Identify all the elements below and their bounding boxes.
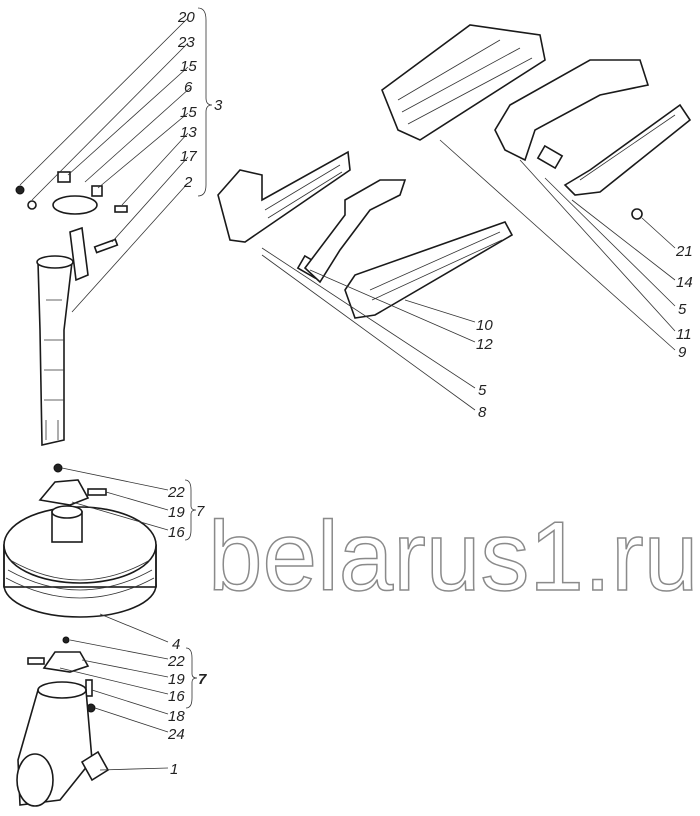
callout-label: 22: [167, 653, 185, 670]
callout-label: 15: [180, 58, 197, 75]
callout-label: 23: [177, 34, 195, 51]
heat-shield-left: [344, 221, 514, 319]
cap-assembly: [15, 171, 128, 254]
callout-label: 17: [180, 148, 197, 165]
leader-lines: [19, 7, 676, 771]
callout-label: 24: [167, 726, 185, 743]
callout-label: 16: [168, 524, 185, 541]
air-filter: [3, 505, 157, 618]
callout-label: 1: [170, 761, 178, 778]
manifold-right: [494, 59, 692, 220]
callout-label: 8: [478, 404, 487, 421]
callout-label: 19: [168, 671, 185, 688]
callout-label: 9: [678, 344, 687, 361]
group-label: 7: [198, 671, 207, 688]
callout-label: 16: [168, 688, 185, 705]
callout-label: 18: [168, 708, 185, 725]
callout-label: 4: [172, 636, 180, 653]
callout-label: 14: [676, 274, 693, 291]
callout-label: 15: [180, 104, 197, 121]
lower-clamp: [27, 636, 96, 713]
group-label: 3: [214, 97, 223, 114]
callout-label: 19: [168, 504, 185, 521]
callout-label: 2: [183, 174, 193, 191]
watermark: belarus1.ru: [208, 501, 698, 611]
callout-label: 11: [676, 326, 692, 343]
elbow: [16, 681, 110, 807]
callout-label: 13: [180, 124, 197, 141]
callout-label: 6: [184, 79, 193, 96]
group-label: 7: [196, 503, 205, 520]
callout-label: 21: [675, 243, 693, 260]
callout-label: 12: [476, 336, 493, 353]
manifold-left: [217, 150, 407, 284]
callout-label: 20: [177, 9, 195, 26]
callout-label: 22: [167, 484, 185, 501]
intake-pipe: [36, 226, 89, 446]
callout-labels: 20 23 15 6 15 13 17 2 3 21 14 5 11 9 10 …: [167, 9, 693, 778]
heat-shield-right: [381, 24, 546, 141]
callout-label: 5: [678, 301, 687, 318]
callout-label: 5: [478, 382, 487, 399]
callout-label: 10: [476, 317, 493, 334]
